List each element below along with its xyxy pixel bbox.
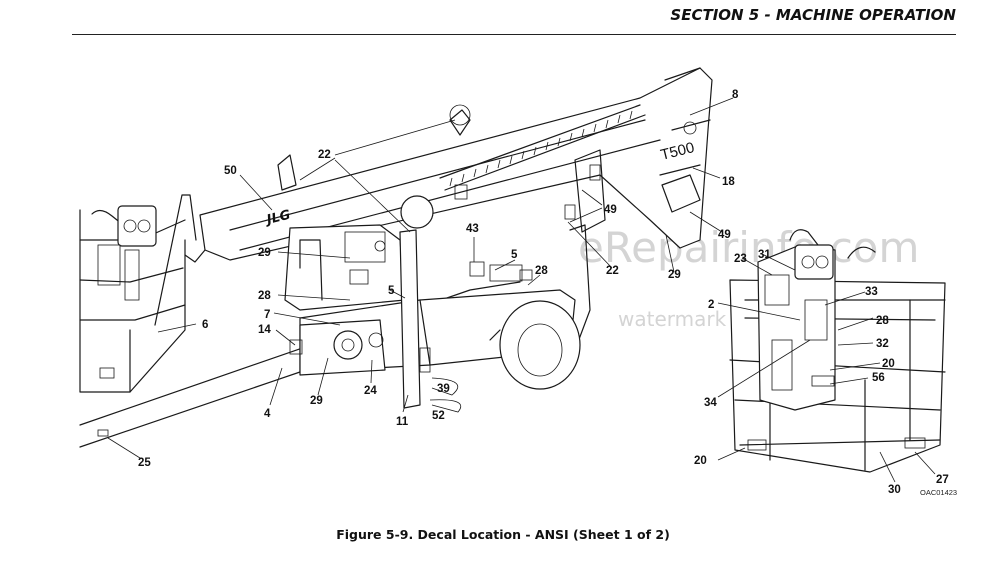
callout-43: 43 [466,223,479,235]
callout-6: 6 [202,319,208,331]
callout-numbers: 50 22 8 18 49 49 43 5 28 22 29 29 28 5 7… [138,89,949,496]
callout-39: 39 [437,383,450,395]
callout-49: 49 [604,204,617,216]
callout-25: 25 [138,457,151,469]
callout-28: 28 [535,265,548,277]
callout-29: 29 [668,269,681,281]
callout-23: 23 [734,253,747,265]
wheel [489,300,581,390]
callout-7: 7 [264,309,270,321]
callout-22: 22 [606,265,619,277]
jlg-logo: JLG [262,207,292,228]
section-title: SECTION 5 - MACHINE OPERATION [670,6,956,24]
callout-49: 49 [718,229,731,241]
callout-31: 31 [758,249,771,261]
callout-34: 34 [704,397,717,409]
callout-28: 28 [258,290,271,302]
callout-24: 24 [364,385,377,397]
callout-20: 20 [882,358,895,370]
figure-caption: Figure 5-9. Decal Location - ANSI (Sheet… [336,527,670,542]
callout-33: 33 [865,286,878,298]
callout-8: 8 [732,89,739,101]
callout-29: 29 [310,395,323,407]
callout-52: 52 [432,410,445,422]
main-boom: T500 JLG [184,67,713,263]
ground-rail [79,281,521,448]
callout-2: 2 [708,299,714,311]
callout-32: 32 [876,338,889,350]
cable-chain [449,110,633,187]
callout-30: 30 [888,484,901,496]
callout-22: 22 [318,149,331,161]
callout-18: 18 [722,176,735,188]
callout-28: 28 [876,315,889,327]
right-platform-basket [729,229,946,473]
callout-20: 20 [694,455,707,467]
leader-lines [107,97,936,483]
left-platform-basket [79,194,197,393]
callout-14: 14 [258,324,271,336]
callout-50: 50 [224,165,237,177]
callout-11: 11 [396,416,409,428]
header-rule [72,34,956,35]
callout-56: 56 [872,372,885,384]
callout-29: 29 [258,247,271,259]
callout-5: 5 [388,285,395,297]
callout-27: 27 [936,474,949,486]
drawing-code: OAC01423 [920,488,957,497]
callout-4: 4 [264,408,271,420]
callout-5: 5 [511,249,518,261]
